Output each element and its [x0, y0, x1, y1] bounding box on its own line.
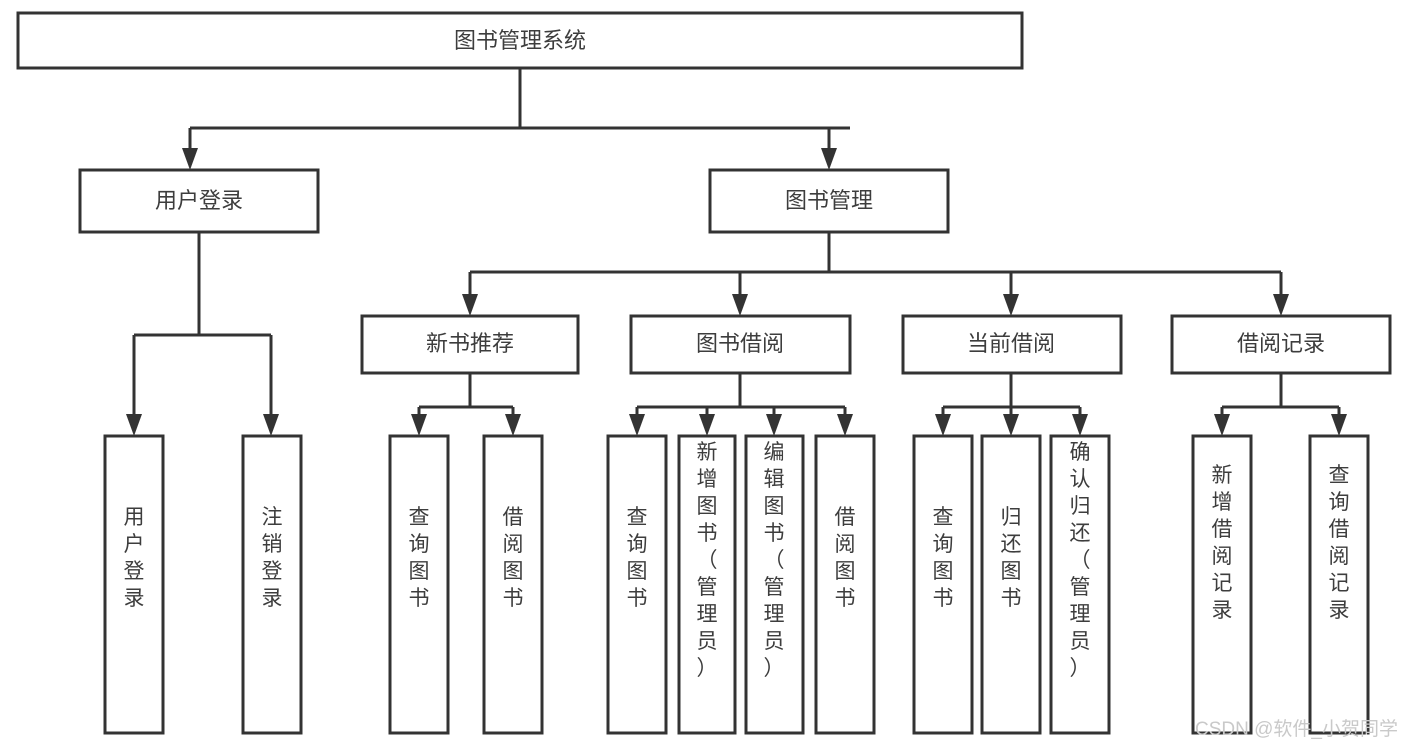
node-leaf-add-book[interactable]: 新增图书（管理员）: [677, 434, 737, 735]
node-book-borrow-label: 图书借阅: [696, 331, 784, 356]
node-leaf-user-login[interactable]: 用户登录: [103, 434, 165, 735]
node-leaf-edit-book-label: 编辑图书（管理员）: [764, 441, 785, 680]
node-current-borrow-label: 当前借阅: [967, 331, 1055, 356]
node-leaf-query-book-3[interactable]: 查询图书: [912, 434, 974, 735]
node-leaf-add-record[interactable]: 新增借阅记录: [1191, 434, 1253, 735]
node-root[interactable]: 图书管理系统: [16, 11, 1024, 70]
node-leaf-add-record-label: 新增借阅记录: [1212, 464, 1233, 622]
node-leaf-query-book-2[interactable]: 查询图书: [606, 434, 668, 735]
node-leaf-borrow-book-2-label: 借阅图书: [835, 506, 856, 610]
node-current-borrow[interactable]: 当前借阅: [901, 314, 1123, 375]
node-leaf-query-record[interactable]: 查询借阅记录: [1308, 434, 1370, 735]
connector-newbook-to-leaves: [411, 373, 521, 436]
node-leaf-query-book-1-label: 查询图书: [409, 506, 430, 610]
node-leaf-user-logout[interactable]: 注销登录: [241, 434, 303, 735]
node-user-login-label: 用户登录: [155, 188, 243, 213]
node-leaf-confirm-return[interactable]: 确认归还（管理员）: [1049, 434, 1111, 735]
connector-bookmanage-to-level3: [462, 232, 1289, 316]
node-leaf-return-book-label: 归还图书: [1001, 506, 1022, 610]
node-leaf-return-book[interactable]: 归还图书: [980, 434, 1042, 735]
node-leaf-borrow-book-1-label: 借阅图书: [503, 506, 524, 610]
node-book-manage-label: 图书管理: [785, 188, 873, 213]
node-leaf-add-book-label: 新增图书（管理员）: [697, 441, 718, 680]
node-borrow-record-label: 借阅记录: [1237, 331, 1325, 356]
node-leaf-borrow-book-2[interactable]: 借阅图书: [814, 434, 876, 735]
node-borrow-record[interactable]: 借阅记录: [1170, 314, 1392, 375]
node-new-book-recommend-label: 新书推荐: [426, 331, 514, 356]
node-leaf-confirm-return-label: 确认归还（管理员）: [1070, 441, 1091, 680]
connector-root-to-level2: [182, 68, 850, 170]
connector-bookborrow-to-leaves: [629, 373, 853, 436]
node-leaf-edit-book[interactable]: 编辑图书（管理员）: [744, 434, 805, 735]
node-root-label: 图书管理系统: [454, 28, 586, 53]
node-leaf-query-book-1[interactable]: 查询图书: [388, 434, 450, 735]
node-book-borrow[interactable]: 图书借阅: [629, 314, 852, 375]
node-leaf-user-login-label: 用户登录: [124, 506, 145, 610]
node-leaf-query-book-3-label: 查询图书: [933, 506, 954, 610]
node-leaf-query-record-label: 查询借阅记录: [1329, 464, 1350, 622]
node-leaf-borrow-book-1[interactable]: 借阅图书: [482, 434, 544, 735]
node-leaf-query-book-2-label: 查询图书: [627, 506, 648, 610]
node-new-book-recommend[interactable]: 新书推荐: [360, 314, 580, 375]
connector-userlogin-to-leaves: [126, 232, 279, 436]
csdn-watermark: CSDN @软件_小贺同学: [1195, 718, 1398, 740]
connector-currentborrow-to-leaves: [935, 373, 1088, 436]
node-user-login[interactable]: 用户登录: [78, 168, 320, 234]
connector-borrowrecord-to-leaves: [1214, 373, 1347, 436]
node-leaf-user-logout-label: 注销登录: [262, 506, 283, 610]
node-book-manage[interactable]: 图书管理: [708, 168, 950, 234]
